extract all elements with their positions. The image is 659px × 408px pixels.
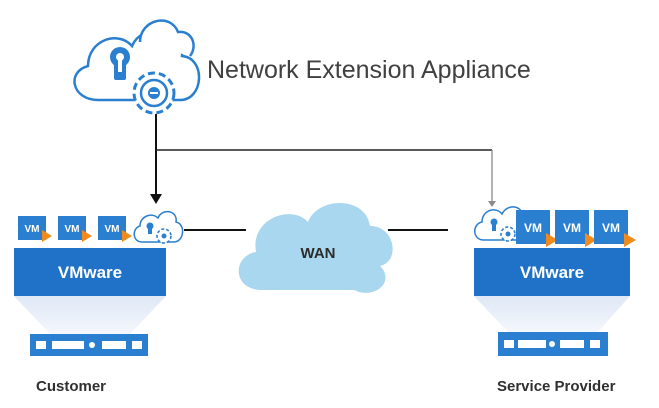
provider-site: VM VM VM VMware [474,206,636,356]
keyhole-icon [110,47,130,80]
svg-text:VM: VM [65,224,80,235]
server-icon [498,332,608,356]
gear-icon [132,71,176,115]
vm-box: VM [58,216,92,242]
svg-text:VM: VM [25,224,40,235]
vm-box: VM [555,210,597,247]
svg-text:VM: VM [105,224,120,235]
appliance-cloud-icon-small [474,206,530,242]
customer-label: Customer [36,378,107,395]
wan-label: WAN [301,245,336,262]
svg-text:VM: VM [524,221,542,235]
vmware-label: VMware [520,263,584,282]
svg-text:VM: VM [563,221,581,235]
diagram-title: Network Extension Appliance [207,56,531,84]
service-provider-label: Service Provider [497,378,616,395]
beam [14,296,166,334]
svg-text:VM: VM [602,221,620,235]
connector-lines [150,114,496,231]
server-icon [30,334,148,356]
vm-box: VM [98,216,132,242]
customer-site: VM VM VM VMware [14,210,184,356]
wan-cloud [238,202,393,293]
vm-box: VM [18,216,52,242]
vm-box: VM [516,210,558,247]
beam [474,296,630,332]
vmware-platform [14,248,166,296]
appliance-cloud-icon-small [133,210,184,244]
vmware-label: VMware [58,263,122,282]
vm-box: VM [594,210,636,247]
vmware-platform [474,248,630,296]
